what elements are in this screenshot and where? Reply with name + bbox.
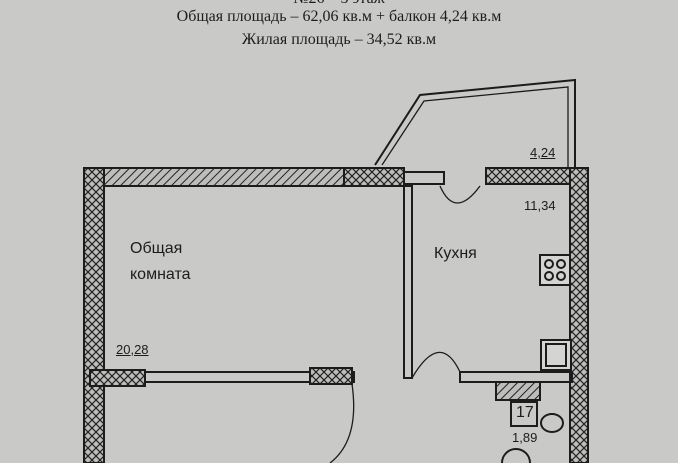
- kitchen-area: 11,34: [524, 198, 556, 213]
- wall-top: [83, 167, 345, 187]
- apartment-floor-line: №26 – 5 этаж: [0, 0, 678, 8]
- toilet-icon: [540, 413, 564, 433]
- bathroom-area: 1,89: [512, 430, 538, 445]
- living-room-area: 20,28: [116, 342, 149, 357]
- bathroom-number: 17: [516, 404, 534, 421]
- living-room-label-1: Общая: [130, 240, 183, 257]
- balcony-outline: [374, 78, 576, 168]
- wall-left: [83, 167, 105, 463]
- bathroom-number-box: [510, 401, 538, 427]
- total-area-line: Общая площадь – 62,06 кв.м + балкон 4,24…: [176, 8, 502, 25]
- living-room-label-2: комната: [130, 266, 191, 283]
- stove-icon: [539, 254, 571, 286]
- kitchen-label: Кухня: [434, 245, 477, 262]
- wall-right: [569, 167, 589, 463]
- balcony-area: 4,24: [530, 145, 556, 160]
- living-area-line: Жилая площадь – 34,52 кв.м: [241, 31, 437, 48]
